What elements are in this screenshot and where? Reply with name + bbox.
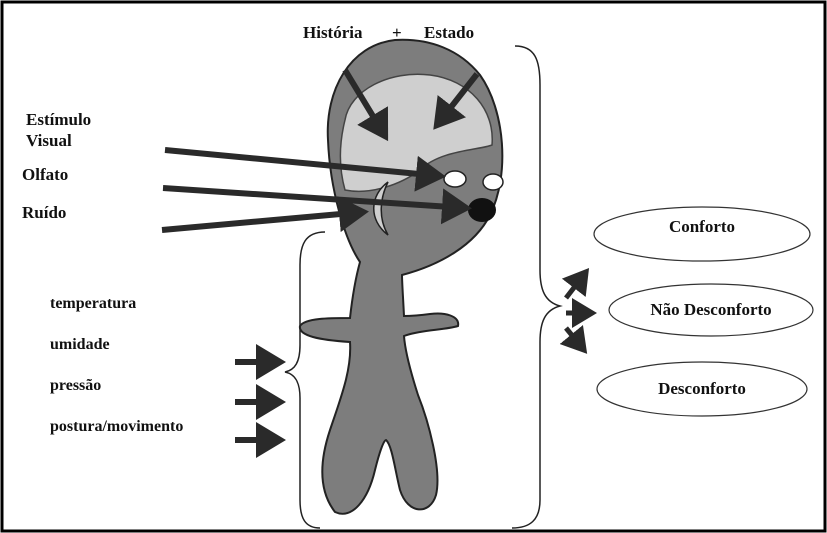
olfato-label: Olfato	[22, 165, 68, 184]
arrow-to-desconforto	[566, 328, 584, 350]
body-brace	[285, 232, 325, 528]
conforto-label: Conforto	[669, 217, 735, 236]
eye-left	[444, 171, 466, 187]
umidade-label: umidade	[50, 336, 110, 353]
plus-sign: +	[392, 23, 402, 42]
historia-label: História	[303, 23, 363, 42]
ruido-arrow	[162, 212, 363, 230]
nose-dot	[468, 198, 496, 222]
nao-desconforto-label: Não Desconforto	[650, 300, 771, 319]
desconforto-label: Desconforto	[658, 379, 746, 398]
estado-label: Estado	[424, 23, 474, 42]
arrow-to-conforto	[566, 272, 586, 298]
human-figure	[300, 40, 503, 514]
eye-right	[483, 174, 503, 190]
pressao-label: pressão	[50, 377, 101, 394]
estimulo-label-line1: Estímulo	[26, 110, 91, 129]
temperatura-label: temperatura	[50, 295, 136, 312]
estimulo-label-line2: Visual	[26, 131, 72, 150]
person-brace	[512, 46, 560, 528]
postura-label: postura/movimento	[50, 418, 183, 435]
ruido-label: Ruído	[22, 203, 66, 222]
